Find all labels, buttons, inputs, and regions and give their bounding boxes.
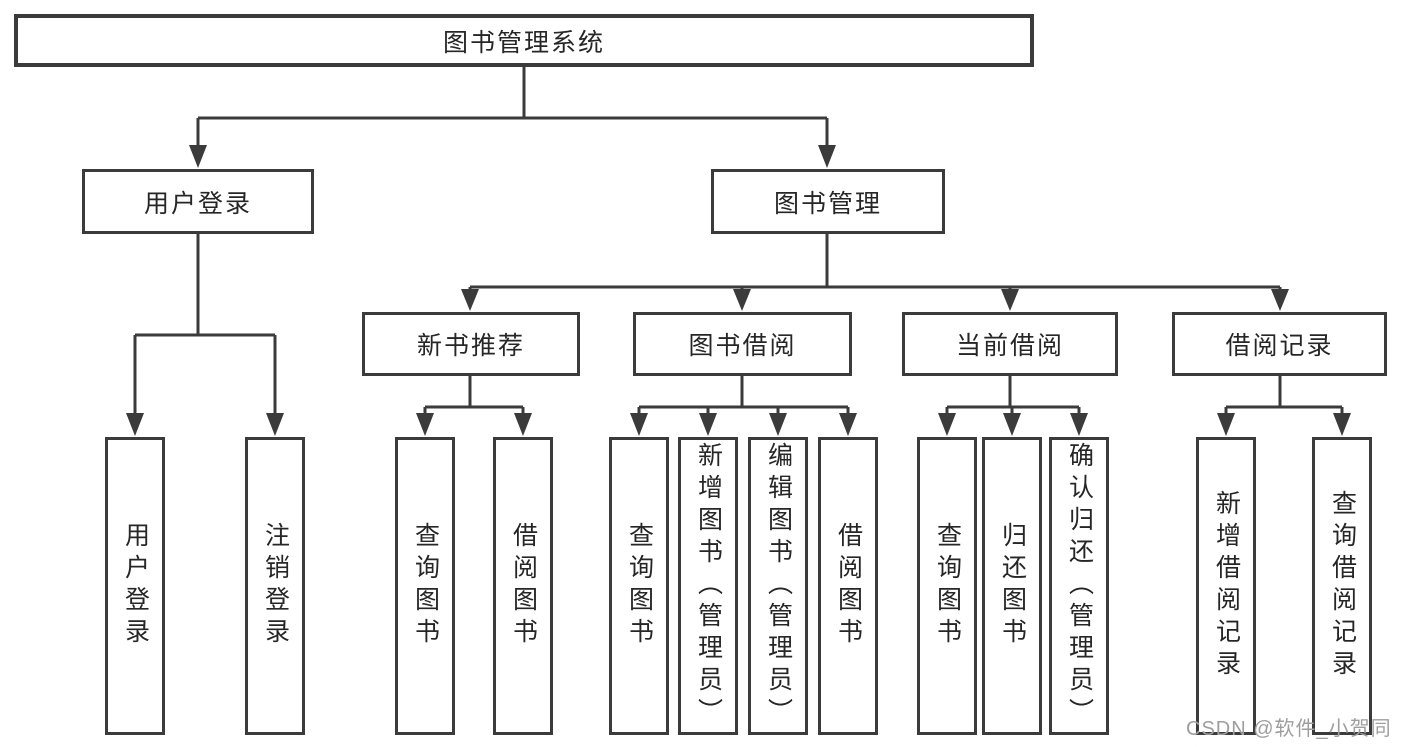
- node-library-management-system: 图书管理系统: [14, 14, 1034, 67]
- leaf-borrow-books-recommend: 借阅图书: [493, 437, 553, 735]
- node-label: 借阅图书: [834, 522, 863, 650]
- node-label: 借阅图书: [509, 522, 538, 650]
- node-user-login: 用户登录: [82, 169, 314, 234]
- node-label: 当前借阅: [955, 332, 1064, 360]
- node-label: 查询图书: [933, 522, 962, 650]
- leaf-return-books: 归还图书: [982, 437, 1042, 735]
- node-label: 新书推荐: [416, 332, 525, 360]
- node-label: 图书管理: [773, 189, 882, 218]
- leaf-edit-books-admin: 编辑图书（管理员）: [748, 437, 808, 735]
- node-label: 图书借阅: [688, 332, 797, 360]
- leaf-user-login: 用户登录: [105, 437, 165, 735]
- node-label: 用户登录: [143, 189, 252, 218]
- node-borrowing-records: 借阅记录: [1172, 312, 1387, 376]
- leaf-search-borrow-record: 查询借阅记录: [1312, 437, 1372, 735]
- node-new-book-recommendation: 新书推荐: [362, 312, 580, 376]
- node-label: 用户登录: [121, 522, 150, 650]
- node-current-borrowing: 当前借阅: [902, 312, 1118, 376]
- leaf-add-borrow-record: 新增借阅记录: [1196, 437, 1256, 735]
- node-label: 查询图书: [625, 522, 654, 650]
- leaf-borrow-books: 借阅图书: [818, 437, 878, 735]
- leaf-logout: 注销登录: [245, 437, 305, 735]
- leaf-search-books-recommend: 查询图书: [395, 437, 455, 735]
- node-label: 编辑图书（管理员）: [764, 442, 793, 730]
- node-label: 查询借阅记录: [1328, 490, 1357, 682]
- node-label: 注销登录: [261, 522, 290, 650]
- leaf-search-books-current: 查询图书: [917, 437, 977, 735]
- leaf-confirm-return-admin: 确认归还（管理员）: [1049, 437, 1109, 735]
- node-label: 确认归还（管理员）: [1065, 442, 1094, 730]
- leaf-add-books-admin: 新增图书（管理员）: [678, 437, 738, 735]
- arrowhead-icons: [126, 145, 1351, 436]
- csdn-watermark: CSDN @软件_小贺同学: [1186, 718, 1392, 740]
- node-label: 查询图书: [411, 522, 440, 650]
- node-label: 图书管理系统: [442, 28, 605, 57]
- leaf-search-books-borrow: 查询图书: [609, 437, 669, 735]
- node-label: 归还图书: [998, 522, 1027, 650]
- node-label: 新增借阅记录: [1212, 490, 1241, 682]
- node-book-management: 图书管理: [711, 169, 945, 234]
- node-book-borrowing: 图书借阅: [633, 312, 852, 376]
- node-label: 借阅记录: [1225, 332, 1334, 360]
- node-label: 新增图书（管理员）: [694, 442, 723, 730]
